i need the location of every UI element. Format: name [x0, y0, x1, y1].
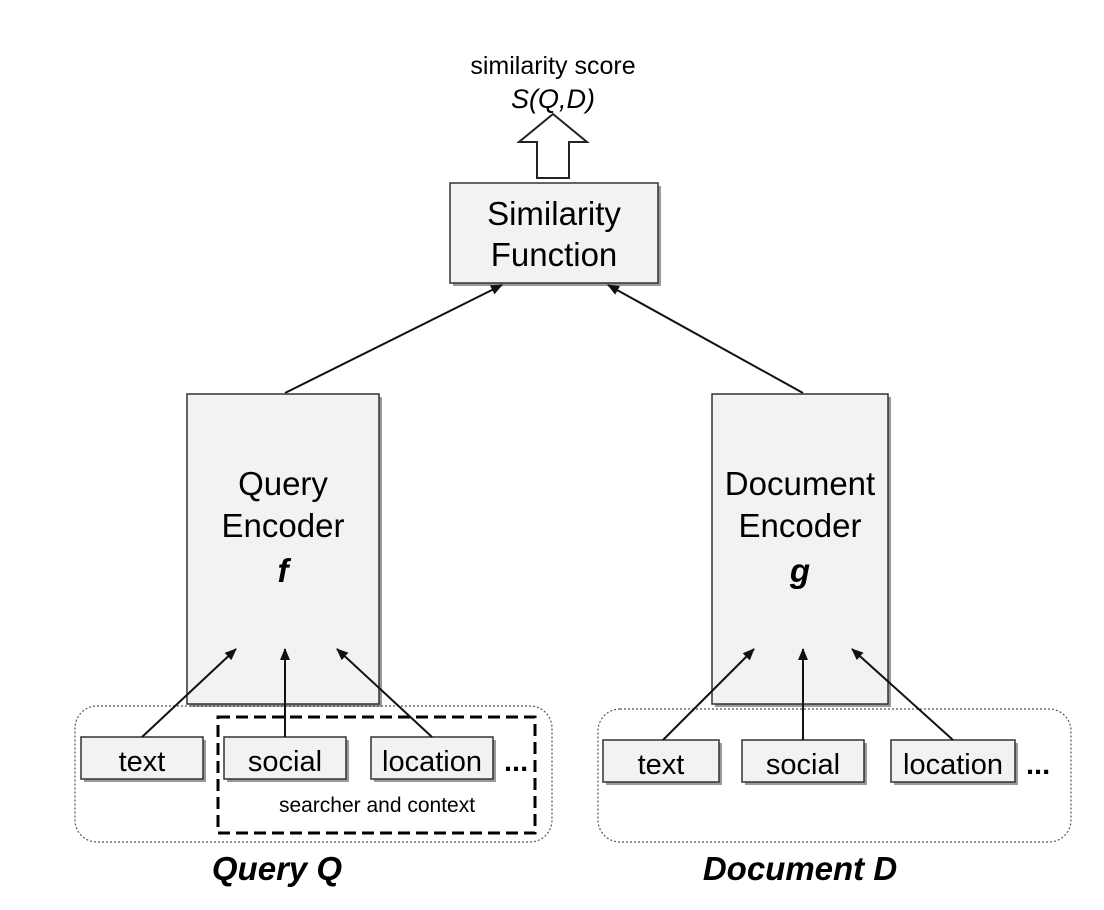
similarity-function-line1: Similarity — [487, 195, 621, 232]
query-input-ellipsis: ... — [504, 746, 528, 778]
query-input-group — [74, 705, 553, 843]
document-input-social: social — [741, 739, 867, 785]
document-caption: Document D — [703, 850, 897, 887]
similarity-score-formula: S(Q,D) — [511, 84, 595, 114]
document-encoder-line2: Encoder — [739, 507, 862, 544]
document-input-group — [597, 708, 1072, 843]
similarity-function-box: Similarity Function — [449, 182, 661, 286]
query-input-text: text — [80, 736, 206, 782]
document-input-text: text — [602, 739, 722, 785]
document-encoder-symbol: g — [789, 552, 810, 589]
location-to-query-edge — [336, 648, 433, 738]
output-arrow-icon — [516, 112, 590, 179]
document-input-ellipsis: ... — [1026, 749, 1050, 781]
document-input-text-label: text — [638, 749, 685, 781]
similarity-score-label: similarity score — [470, 52, 635, 80]
query-caption: Query Q — [212, 850, 343, 887]
query-encoder-line1: Query — [238, 465, 328, 502]
document-to-similarity-edge — [607, 284, 804, 394]
document-input-location-label: location — [903, 749, 1003, 781]
document-encoder-line1: Document — [725, 465, 875, 502]
query-input-text-label: text — [119, 746, 166, 778]
location-to-document-edge — [851, 648, 954, 741]
similarity-function-line2: Function — [491, 236, 618, 273]
document-input-social-label: social — [766, 749, 840, 781]
text-to-document-edge — [662, 648, 755, 741]
query-input-location-label: location — [382, 746, 482, 778]
query-input-location: location — [370, 736, 496, 782]
query-input-social: social — [223, 736, 349, 782]
query-encoder-line2: Encoder — [222, 507, 345, 544]
query-to-similarity-edge — [284, 284, 503, 394]
text-to-query-edge — [141, 648, 237, 738]
document-input-location: location — [890, 739, 1018, 785]
searcher-context-label: searcher and context — [279, 794, 475, 817]
query-input-social-label: social — [248, 746, 322, 778]
query-encoder-symbol: f — [278, 552, 292, 589]
